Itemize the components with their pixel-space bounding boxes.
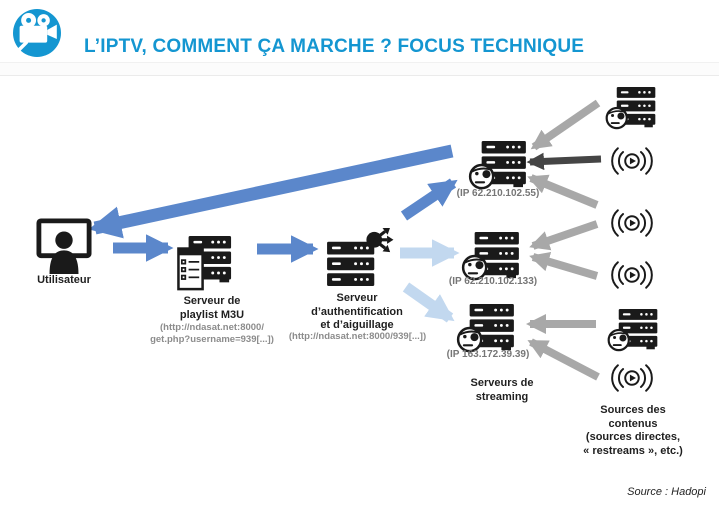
user-monitor-icon: [36, 218, 92, 274]
pirate-server-icon: [468, 140, 528, 190]
sources-label-line3: (sources directes,: [585, 431, 681, 443]
playlist-server-url-line1: (http://ndasat.net:8000/: [160, 322, 264, 333]
playlist-server-url-line2: get.php?username=939[...]): [150, 333, 274, 345]
auth-server-label-line2: d’authentification: [311, 305, 403, 318]
auth-server-url: (http://ndasat.net:8000/939[...]): [288, 331, 427, 342]
streaming-servers-label-line2: streaming: [475, 390, 529, 403]
sources-label: Sources des contenus (sources directes, …: [560, 404, 706, 458]
streaming-server-2-ip: (IP 62.210.102.133): [448, 276, 538, 287]
auth-server-label: Serveur d’authentification et d’aiguilla…: [286, 292, 428, 333]
sources-label-line2: contenus: [608, 417, 658, 430]
sources-label-line4: « restreams », etc.): [583, 444, 683, 457]
arrow-sourceC-to-stream2: [529, 220, 599, 251]
broadcast-icon: [611, 207, 653, 239]
streaming-servers-label-line1: Serveurs de: [470, 377, 534, 389]
arrow-sourceD-to-stream2: [529, 251, 599, 280]
auth-server-label-line3: et d’aiguillage: [320, 319, 394, 331]
source-credit: Source : Hadopi: [627, 486, 706, 498]
pirate-server-icon: [461, 231, 521, 281]
pirate-server-icon: [605, 86, 657, 130]
logo-circle: [13, 9, 61, 57]
playlist-server-label-line1: Serveur de: [183, 295, 241, 307]
pirate-server-icon: [456, 303, 516, 353]
streaming-server-3-ip: (IP 163.172.39.39): [446, 349, 530, 360]
streaming-servers-label: Serveurs de streaming: [442, 377, 562, 404]
streaming-server-1-ip: (IP 62.210.102.55): [456, 188, 540, 199]
broadcast-icon: [611, 145, 653, 177]
user-label: Utilisateur: [37, 274, 91, 286]
arrow-sourceB-to-stream1: [526, 152, 602, 171]
playlist-server-label-line2: playlist M3U: [179, 308, 245, 321]
auth-server-label-line1: Serveur: [336, 292, 378, 304]
playlist-server-icon: [177, 234, 233, 294]
arrow-stream1-to-user: [88, 144, 454, 239]
header-separator: [0, 62, 719, 76]
broadcast-icon: [611, 362, 653, 394]
playlist-server-label: Serveur de playlist M3U (http://ndasat.n…: [146, 295, 278, 345]
sources-label-line1: Sources des: [600, 404, 666, 416]
routing-server-icon: [325, 228, 396, 287]
broadcast-icon: [611, 259, 653, 291]
page-title: L’IPTV, COMMENT ÇA MARCHE ? FOCUS TECHNI…: [84, 35, 585, 57]
pirate-server-icon: [607, 308, 659, 352]
arrow-sourceA-to-stream1: [530, 99, 601, 151]
movie-camera-icon: [13, 9, 61, 57]
